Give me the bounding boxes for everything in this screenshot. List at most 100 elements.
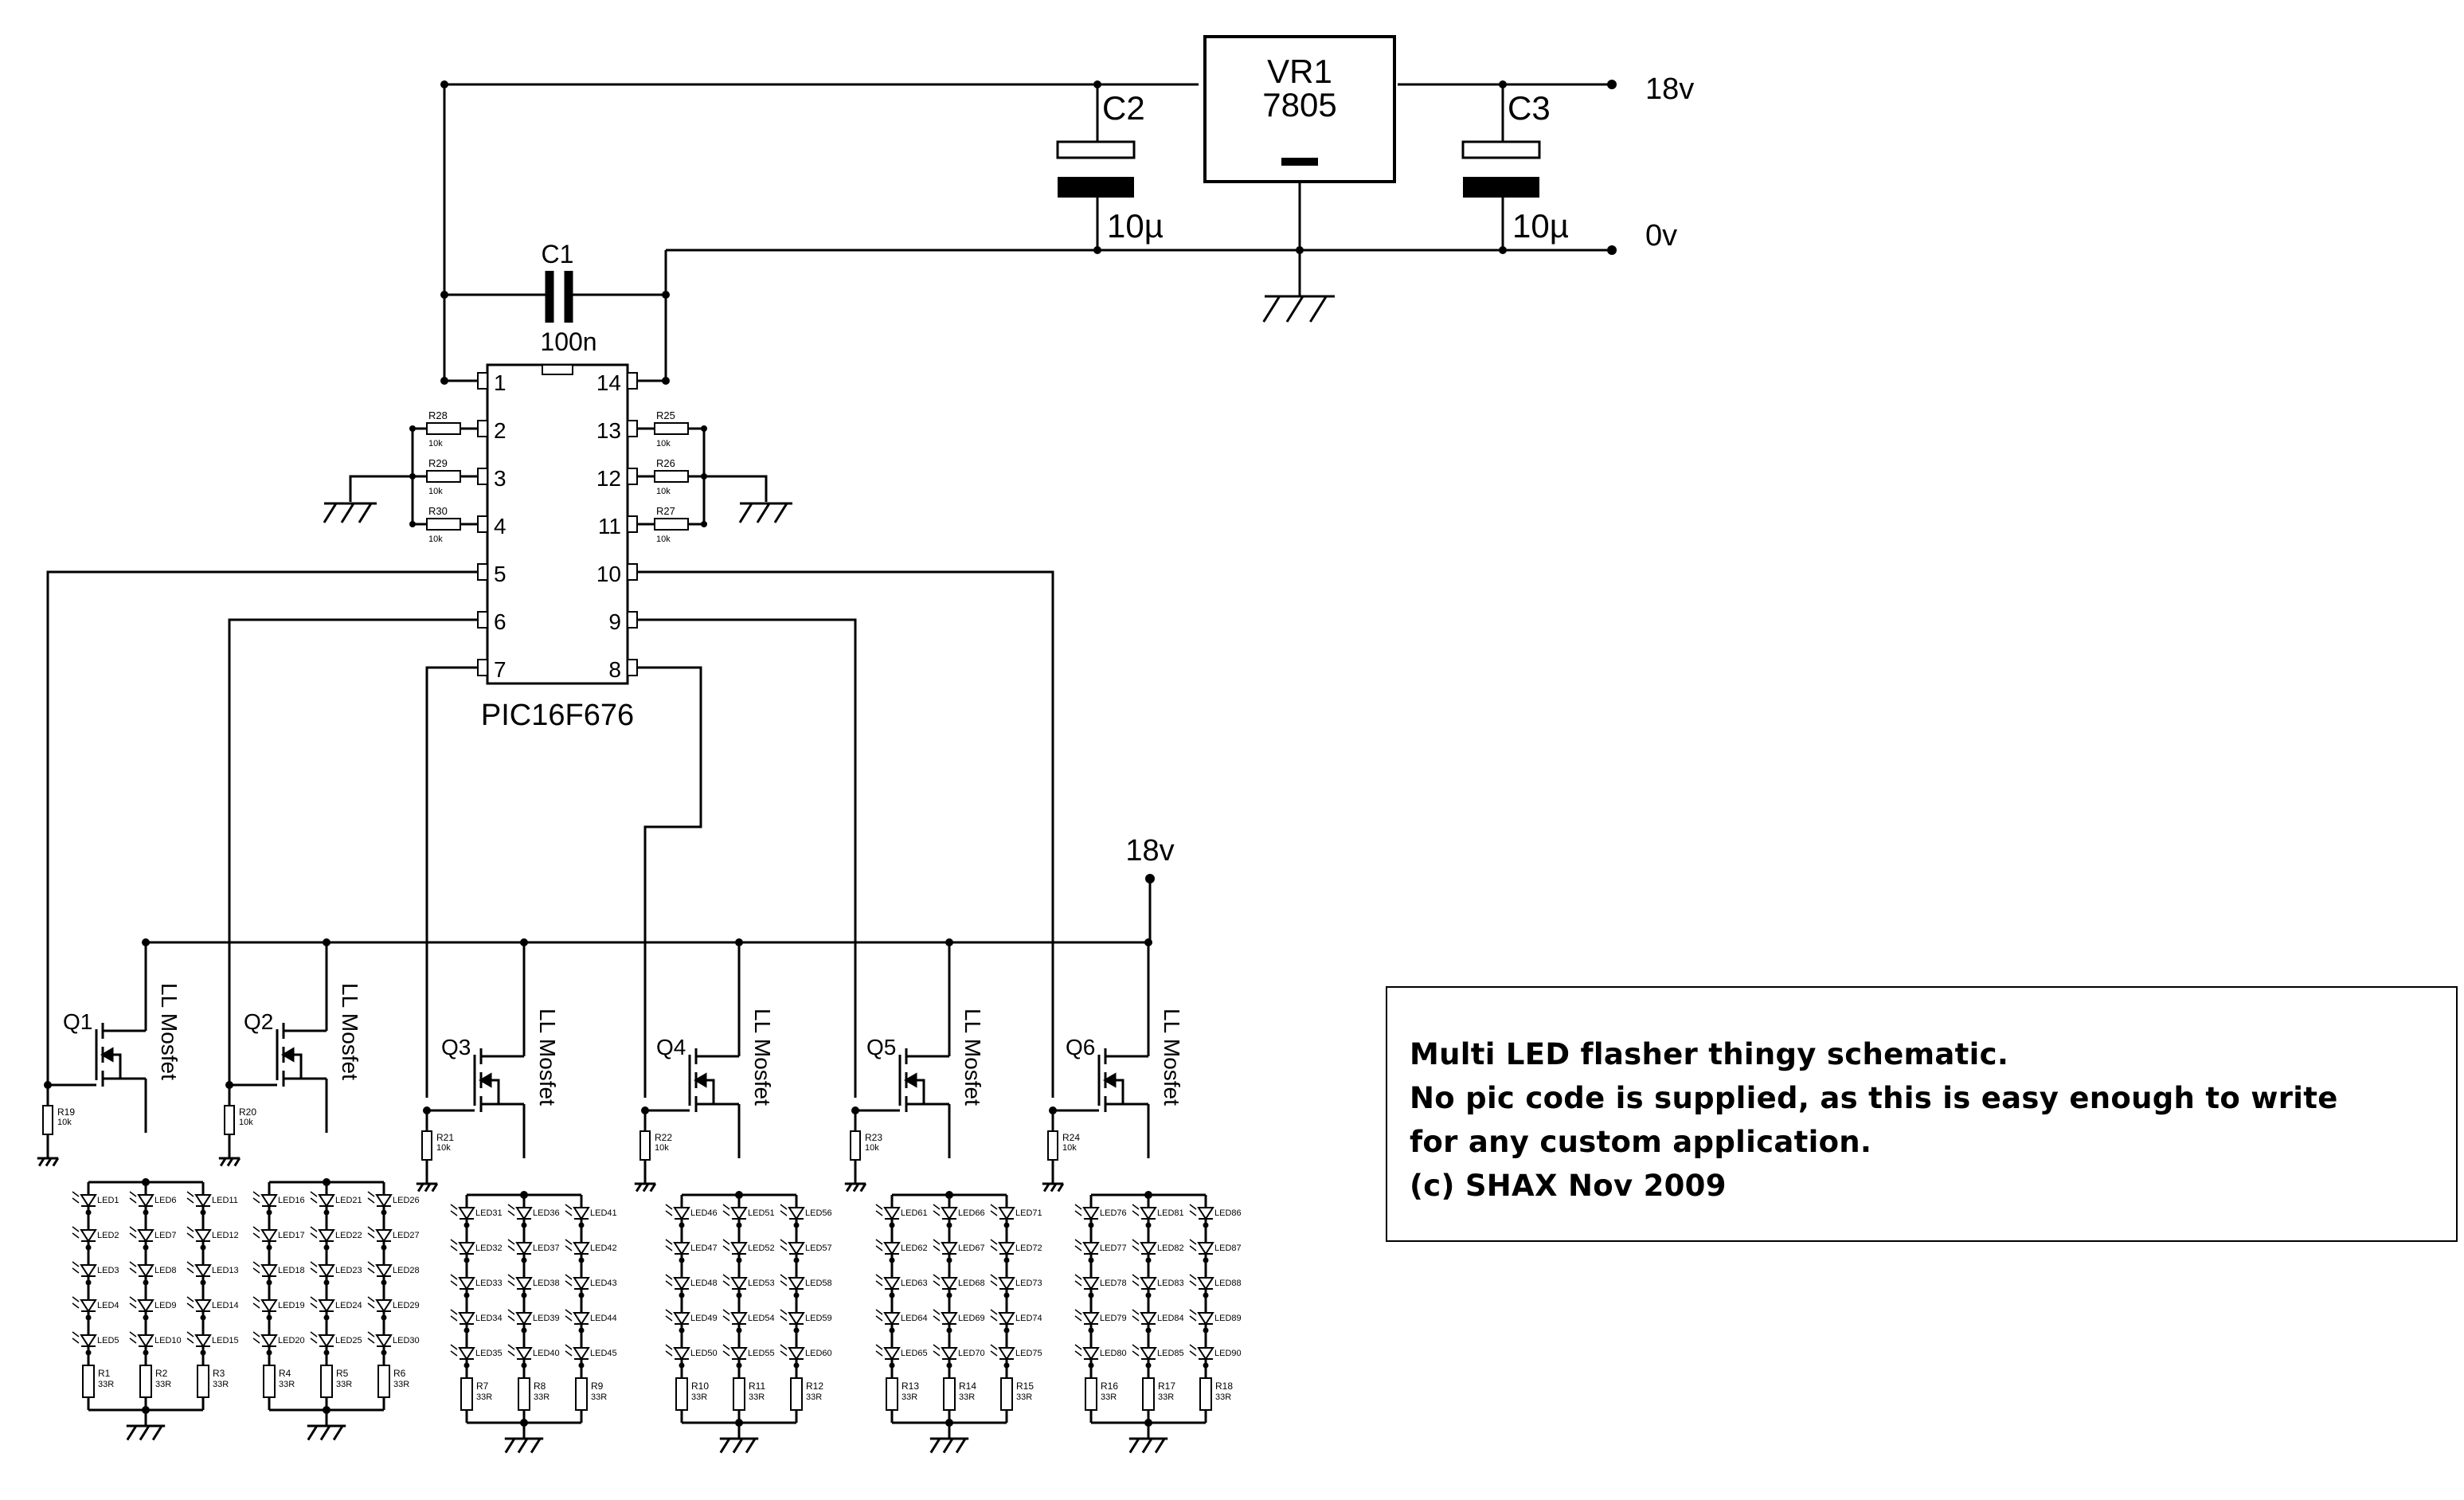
led-resistor: [733, 1377, 745, 1411]
capacitor-c1-ref: C1: [542, 240, 574, 268]
mcu-pin-number: 12: [596, 466, 621, 491]
led-ref: LED81: [1157, 1208, 1184, 1218]
mcu-pin-right: [627, 515, 638, 533]
supply-high-label: 18v: [1645, 72, 1694, 106]
led-resistor-value: 33R: [213, 1380, 229, 1389]
led-ref: LED28: [393, 1266, 420, 1275]
led-icon: [72, 1261, 97, 1278]
led-resistor: [320, 1365, 333, 1398]
led-resistor-ref: R5: [336, 1368, 349, 1379]
led-icon: [252, 1226, 278, 1243]
led-icon: [367, 1191, 393, 1208]
mcu-pin-left: [477, 468, 488, 485]
mcu-pin-number: 11: [598, 514, 621, 539]
junction-dot: [266, 1244, 272, 1251]
led-ref: LED77: [1100, 1243, 1127, 1253]
led-resistor-value: 33R: [476, 1392, 492, 1402]
led-ref: LED13: [212, 1266, 239, 1275]
ground-icon: [323, 502, 377, 523]
led-icon: [186, 1226, 212, 1243]
capacitor-c2: [1056, 140, 1136, 198]
led-resistor: [139, 1365, 152, 1398]
pull-resistor-ref: R27: [656, 505, 675, 517]
mosfet-type: LL Mosfet: [157, 983, 182, 1080]
pull-resistor-ref: R30: [428, 505, 448, 517]
junction-dot: [520, 1419, 528, 1427]
led-ref: LED48: [690, 1279, 718, 1288]
led-icon: [72, 1226, 97, 1243]
led-ref: LED24: [335, 1301, 362, 1310]
led-ref: LED10: [154, 1336, 182, 1345]
junction-dot: [735, 938, 743, 946]
mosfet-type: LL Mosfet: [338, 983, 362, 1080]
led-resistor: [263, 1365, 276, 1398]
led-icon: [780, 1204, 805, 1220]
junction-dot: [1093, 246, 1101, 254]
junction-dot: [945, 1419, 953, 1427]
led-icon: [310, 1331, 335, 1348]
led-icon: [990, 1239, 1015, 1255]
led-rail-label: 18v: [1125, 834, 1174, 867]
mcu-pin-number: 1: [494, 370, 506, 395]
led-ref: LED29: [393, 1301, 420, 1310]
led-ref: LED4: [97, 1301, 119, 1310]
mcu-pin-number: 13: [596, 418, 621, 443]
junction-dot: [679, 1257, 685, 1263]
led-ref: LED32: [475, 1243, 503, 1253]
junction-dot: [851, 1106, 859, 1114]
led-icon: [990, 1309, 1015, 1326]
led-ref: LED11: [212, 1196, 238, 1205]
junction-dot: [641, 1106, 649, 1114]
led-ref: LED69: [958, 1314, 985, 1323]
led-icon: [990, 1204, 1015, 1220]
junction-dot: [1145, 1292, 1152, 1298]
led-ref: LED9: [154, 1301, 177, 1310]
gate-resistor-ref: R21: [436, 1132, 454, 1143]
junction-dot: [200, 1279, 206, 1286]
led-icon: [310, 1191, 335, 1208]
junction-dot: [1088, 1292, 1094, 1298]
ground-icon: [738, 502, 792, 523]
junction-dot: [463, 1362, 470, 1369]
junction-dot: [1088, 1257, 1094, 1263]
led-ref: LED39: [533, 1314, 560, 1323]
led-ref: LED64: [901, 1314, 928, 1323]
led-icon: [933, 1274, 958, 1290]
capacitor-c1: [545, 271, 573, 323]
led-resistor-ref: R4: [279, 1368, 291, 1379]
led-icon: [990, 1274, 1015, 1290]
mcu-pin-left: [477, 515, 488, 533]
ground-icon: [126, 1424, 166, 1441]
led-ref: LED55: [748, 1349, 775, 1358]
led-resistor: [943, 1377, 956, 1411]
led-resistor-value: 33R: [1215, 1392, 1231, 1402]
junction-dot: [736, 1327, 742, 1334]
gate-resistor-ref: R23: [865, 1132, 882, 1143]
mcu-pin-right: [627, 468, 638, 485]
junction-dot: [1003, 1222, 1010, 1228]
junction-dot: [1003, 1327, 1010, 1334]
pull-resistor: [654, 470, 689, 483]
led-icon: [367, 1296, 393, 1313]
junction-dot: [463, 1292, 470, 1298]
ground-icon: [719, 1437, 759, 1454]
led-ref: LED76: [1100, 1208, 1127, 1218]
led-ref: LED18: [278, 1266, 305, 1275]
led-icon: [310, 1226, 335, 1243]
mosfet-type: LL Mosfet: [750, 1008, 775, 1106]
led-ref: LED33: [475, 1279, 503, 1288]
junction-dot: [1203, 1362, 1209, 1369]
led-rail-terminal-18v: [1145, 874, 1155, 883]
led-icon: [933, 1239, 958, 1255]
mcu-pin-left: [477, 420, 488, 437]
led-icon: [933, 1344, 958, 1361]
junction-dot: [1203, 1292, 1209, 1298]
led-icon: [1132, 1204, 1157, 1220]
junction-dot: [1296, 246, 1304, 254]
led-ref: LED26: [393, 1196, 420, 1205]
led-resistor-ref: R18: [1215, 1381, 1233, 1392]
led-resistor: [460, 1377, 473, 1411]
led-ref: LED87: [1214, 1243, 1242, 1253]
mosfet-ref: Q4: [656, 1035, 686, 1059]
led-resistor-ref: R3: [213, 1368, 225, 1379]
